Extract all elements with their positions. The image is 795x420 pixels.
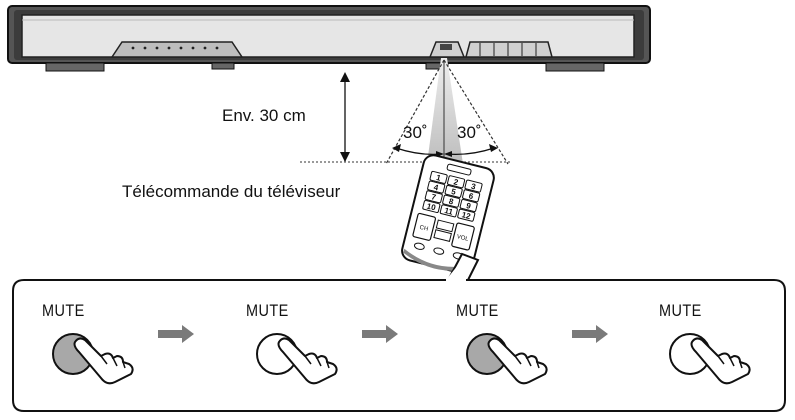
mute-step — [466, 333, 548, 385]
remote-key: 9 — [459, 199, 478, 212]
remote-key: 10 — [422, 200, 441, 213]
mute-label: MUTE — [246, 301, 289, 320]
soundbar-buttons — [465, 41, 553, 58]
indicator-dots — [131, 46, 219, 50]
remote-key-label: 7 — [430, 192, 437, 202]
mute-steps — [52, 325, 751, 385]
mute-step — [256, 333, 338, 385]
remote-key: 2 — [447, 175, 466, 189]
ch-label: CH — [419, 225, 429, 233]
remote-key: 11 — [439, 204, 458, 218]
mute-step — [669, 333, 751, 385]
remote-key-label: 12 — [461, 210, 472, 221]
hand-icon — [690, 337, 751, 385]
ch-rocker — [412, 212, 437, 241]
remote-key-label: 8 — [448, 197, 455, 207]
mute-label: MUTE — [42, 301, 85, 320]
remote-key: 3 — [464, 179, 483, 193]
remote-key: 8 — [442, 194, 461, 208]
mute-sequence-panel — [12, 260, 786, 412]
vol-rocker — [451, 222, 475, 251]
hand-icon — [277, 337, 338, 385]
indicator-panel — [110, 41, 244, 58]
remote-key-label: 2 — [453, 177, 460, 187]
sequence-arrow — [572, 325, 608, 343]
remote-key: 7 — [424, 190, 443, 204]
remote-label: Télécommande du téléviseur — [122, 182, 341, 201]
hand-icon — [73, 337, 134, 385]
angle-right-label: 30˚ — [457, 123, 482, 142]
vol-label: VOL — [456, 234, 470, 243]
remote-key-label: 6 — [468, 191, 475, 201]
angle-left-label: 30˚ — [403, 123, 428, 142]
remote-key-label: 4 — [433, 183, 440, 193]
remote-key: 12 — [457, 208, 476, 222]
remote-key-label: 1 — [435, 173, 442, 183]
remote-key-label: 5 — [450, 187, 457, 197]
remote-key-label: 10 — [426, 202, 437, 213]
sequence-arrow — [362, 325, 398, 343]
remote-key: 6 — [462, 189, 481, 203]
height-indicator — [300, 72, 512, 163]
mute-step — [52, 333, 134, 385]
soundbar — [7, 5, 651, 72]
sequence-arrow — [158, 325, 194, 343]
ir-beam — [385, 58, 509, 165]
remote-key: 1 — [429, 170, 448, 184]
remote-key: 5 — [444, 184, 463, 198]
remote-key-label: 11 — [443, 206, 454, 217]
height-label: Env. 30 cm — [222, 106, 306, 125]
remote-key-label: 3 — [470, 182, 477, 192]
remote-key-label: 9 — [465, 201, 472, 211]
remote-key: 4 — [427, 180, 446, 194]
mute-label: MUTE — [659, 301, 702, 320]
hand-icon — [487, 337, 548, 385]
mute-label: MUTE — [456, 301, 499, 320]
